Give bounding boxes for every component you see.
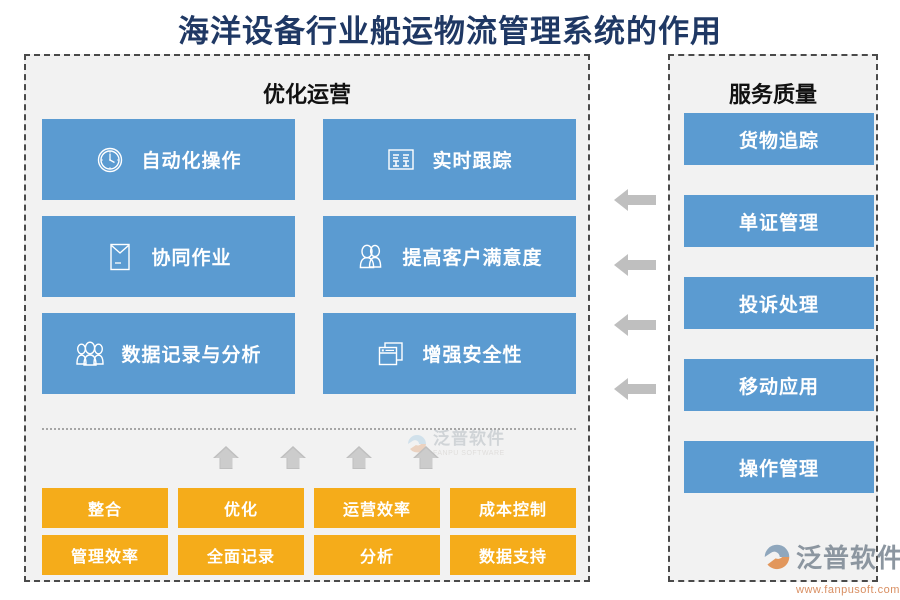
- group-users-icon: [75, 339, 105, 369]
- feature-card-grid: 自动化操作: [42, 119, 576, 394]
- two-users-icon: [356, 242, 386, 272]
- feature-label: 自动化操作: [141, 151, 242, 172]
- outcome-tag[interactable]: 分析: [314, 535, 440, 575]
- service-card-mobile-app[interactable]: 移动应用: [684, 359, 874, 411]
- feature-card-data-analysis[interactable]: 数据记录与分析: [42, 313, 295, 394]
- outcome-tag[interactable]: 整合: [42, 488, 168, 528]
- outcome-tag[interactable]: 数据支持: [450, 535, 576, 575]
- up-arrow-icon: [346, 446, 373, 469]
- feature-card-realtime-tracking[interactable]: 实时跟踪: [323, 119, 576, 200]
- left-arrow-icon: [614, 189, 656, 211]
- stacked-windows-icon: [376, 339, 406, 369]
- outcome-tag[interactable]: 运营效率: [314, 488, 440, 528]
- up-arrow-icon: [213, 446, 239, 469]
- outcome-tag[interactable]: 优化: [178, 488, 304, 528]
- feature-label: 增强安全性: [422, 345, 523, 366]
- service-card-cargo-tracking[interactable]: 货物追踪: [684, 113, 874, 165]
- left-arrow-icon: [614, 314, 656, 336]
- outcome-tag[interactable]: 成本控制: [450, 488, 576, 528]
- feature-label: 实时跟踪: [432, 151, 513, 172]
- clock-icon: [95, 145, 125, 175]
- feature-label: 数据记录与分析: [121, 345, 262, 366]
- service-card-document-management[interactable]: 单证管理: [684, 195, 874, 247]
- outcome-tag[interactable]: 全面记录: [178, 535, 304, 575]
- feature-card-automation[interactable]: 自动化操作: [42, 119, 295, 200]
- up-arrow-icon: [279, 446, 306, 469]
- watermark-name: 泛普软件: [433, 429, 505, 448]
- service-card-complaint-handling[interactable]: 投诉处理: [684, 277, 874, 329]
- right-panel-title: 服务质量: [728, 82, 817, 107]
- outcome-tag[interactable]: 管理效率: [42, 535, 168, 575]
- up-arrow-row: [211, 441, 441, 475]
- left-arrow-icon: [614, 254, 656, 276]
- service-card-list: 货物追踪 单证管理 投诉处理 移动应用 操作管理: [684, 113, 874, 493]
- outcome-tag-grid: 整合 优化 运营效率 成本控制 管理效率 全面记录 分析 数据支持: [42, 488, 576, 575]
- envelope-note-icon: [105, 242, 135, 272]
- service-card-operations-management[interactable]: 操作管理: [684, 441, 874, 493]
- document-list-icon: [386, 145, 416, 175]
- optimize-operations-panel: 优化运营 自动化操作: [24, 54, 590, 582]
- feature-card-security[interactable]: 增强安全性: [323, 313, 576, 394]
- up-arrow-icon: [412, 446, 439, 469]
- service-quality-panel: 服务质量 货物追踪 单证管理 投诉处理 移动应用 操作管理: [668, 54, 878, 582]
- watermark-sub: www.fanpusoft.com: [796, 584, 900, 596]
- feature-label: 提高客户满意度: [402, 248, 543, 269]
- watermark-sub: FANPU SOFTWARE: [433, 450, 505, 457]
- feature-card-customer-satisfaction[interactable]: 提高客户满意度: [323, 216, 576, 297]
- page-title: 海洋设备行业船运物流管理系统的作用: [178, 14, 722, 49]
- left-panel-title: 优化运营: [262, 82, 351, 107]
- feature-label: 协同作业: [151, 248, 232, 269]
- section-divider: [42, 428, 576, 430]
- feature-card-collaboration[interactable]: 协同作业: [42, 216, 295, 297]
- left-arrow-icon: [614, 378, 656, 400]
